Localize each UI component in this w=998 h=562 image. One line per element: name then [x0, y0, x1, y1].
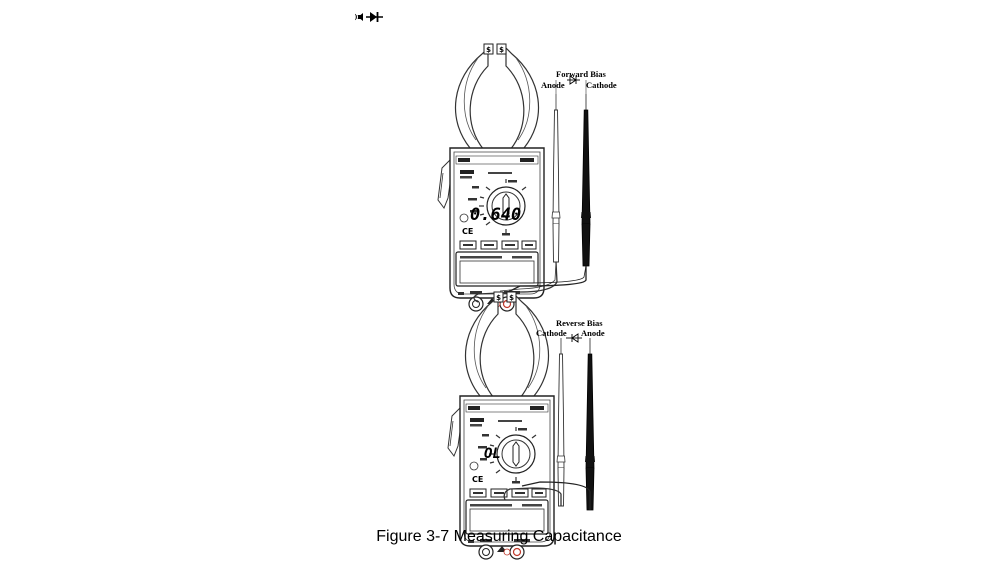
top-test-leads [473, 75, 592, 303]
bottom-bias-label: Reverse Bias [556, 318, 603, 328]
bottom-right-terminal-label: Anode [581, 328, 605, 338]
buzzer-icon [355, 13, 363, 21]
top-display-reading: 0.640 [470, 205, 522, 225]
top-bias-label: Forward Bias [556, 69, 606, 79]
top-left-terminal-label: Anode [541, 80, 565, 90]
diode-icon [366, 12, 383, 22]
top-right-terminal-label: Cathode [586, 80, 617, 90]
figure-caption: Figure 3-7 Measuring Capacitance [376, 528, 622, 545]
top-clamp-meter [437, 43, 545, 312]
bottom-left-terminal-label: Cathode [536, 328, 567, 338]
bottom-display-reading: OL [484, 446, 501, 462]
bottom-test-leads [503, 333, 596, 511]
header-icons [355, 12, 383, 22]
